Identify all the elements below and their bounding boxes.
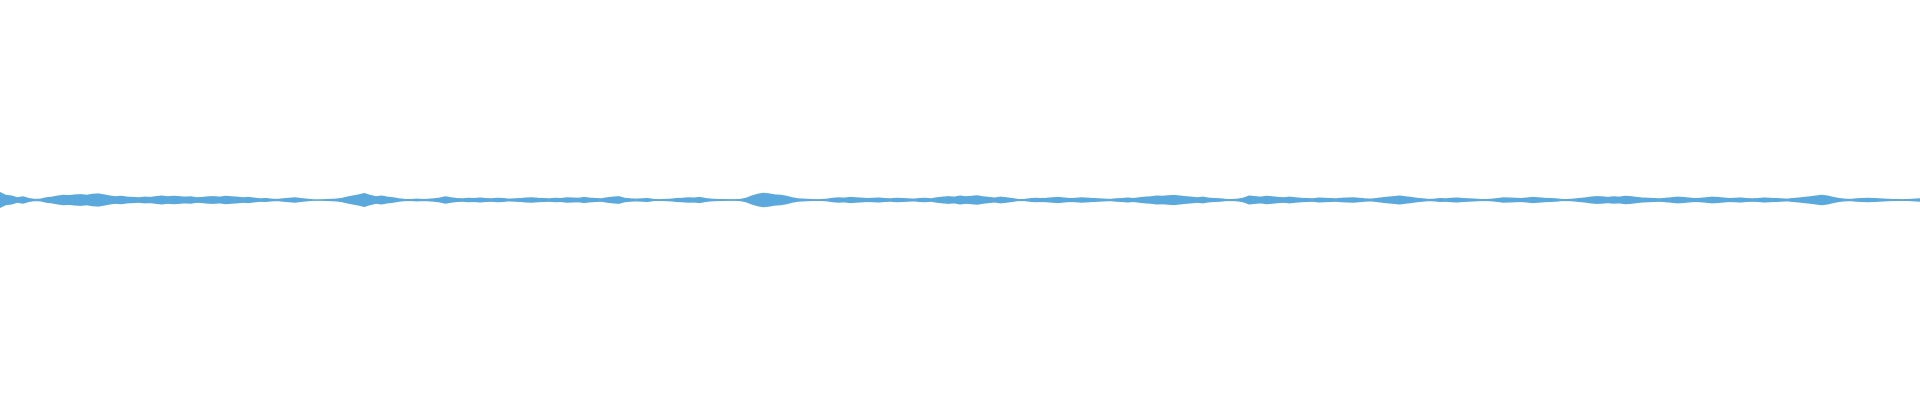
waveform-path: [0, 191, 1920, 209]
